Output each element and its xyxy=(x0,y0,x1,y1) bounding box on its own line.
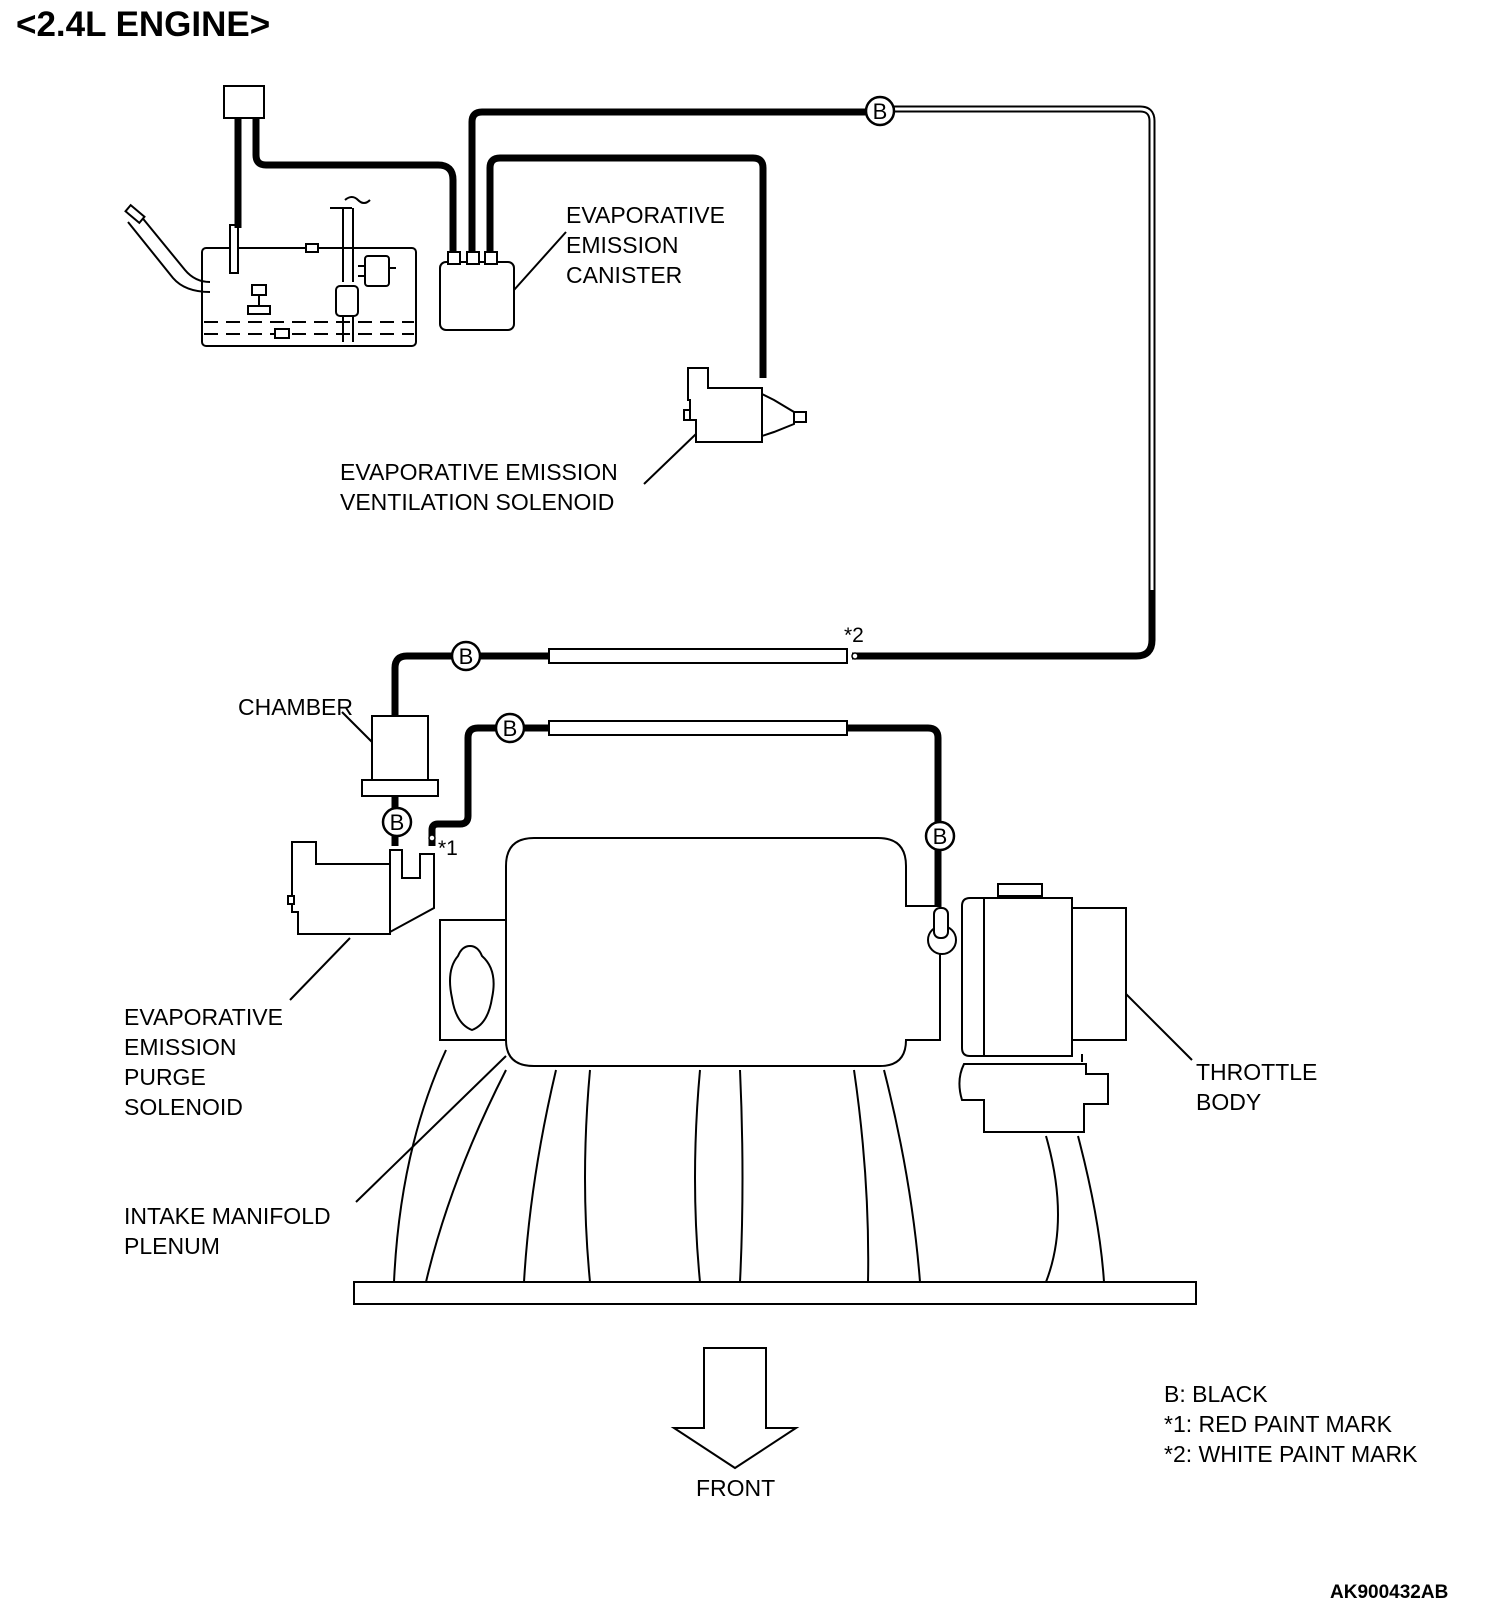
ventilation-solenoid xyxy=(683,367,807,443)
legend-item: B: BLACK xyxy=(1164,1381,1268,1407)
color-code-marker xyxy=(924,820,956,852)
evaporative-emission-canister xyxy=(439,251,515,331)
purge-solenoid xyxy=(287,841,435,935)
vent-solenoid-leader-line xyxy=(643,433,697,485)
intake-plenum-label: INTAKE MANIFOLD PLENUM xyxy=(124,1203,337,1259)
throttle-body-label: THROTTLE BODY xyxy=(1196,1059,1324,1115)
front-arrow-icon xyxy=(670,1347,800,1470)
plenum-leader-line xyxy=(355,1055,507,1203)
paint-mark-1-label: *1 xyxy=(438,837,458,860)
color-code-text: B xyxy=(459,644,474,669)
chamber-leader-line xyxy=(341,711,373,743)
color-code-text: B xyxy=(503,716,518,741)
color-code-text: B xyxy=(933,824,948,849)
canister-leader-line xyxy=(513,231,567,291)
intake-manifold xyxy=(353,837,1197,1305)
hose-color-markers: B B B B B xyxy=(381,95,956,852)
color-code-marker xyxy=(450,640,482,672)
purge-solenoid-leader-line xyxy=(289,937,351,1001)
figure-code: AK900432AB xyxy=(1330,1582,1448,1603)
color-code-marker xyxy=(494,712,526,744)
ventilation-solenoid-label: EVAPORATIVE EMISSION VENTILATION SOLENOI… xyxy=(340,459,624,515)
throttle-body xyxy=(958,883,1127,1133)
hose-network xyxy=(234,105,1156,908)
color-code-marker xyxy=(864,95,896,127)
legend-item: *1: RED PAINT MARK xyxy=(1164,1411,1393,1437)
color-code-text: B xyxy=(873,99,888,124)
white-paint-mark xyxy=(851,652,859,660)
diagram-title: <2.4L ENGINE> xyxy=(16,5,270,44)
fuel-tank xyxy=(124,196,417,347)
tank-connector xyxy=(223,85,265,119)
red-paint-mark xyxy=(428,834,436,842)
purge-solenoid-label: EVAPORATIVE EMISSION PURGE SOLENOID xyxy=(124,1004,289,1120)
paint-mark-2-label: *2 xyxy=(844,624,864,647)
legend-item: *2: WHITE PAINT MARK xyxy=(1164,1441,1418,1467)
throttle-body-leader-line xyxy=(1125,993,1193,1061)
chamber xyxy=(361,715,439,797)
color-code-marker xyxy=(381,806,413,838)
chamber-label: CHAMBER xyxy=(238,694,353,720)
front-label: FRONT xyxy=(696,1475,775,1501)
canister-label: EVAPORATIVE EMISSION CANISTER xyxy=(566,202,731,288)
color-code-text: B xyxy=(390,810,405,835)
legend: B: BLACK *1: RED PAINT MARK *2: WHITE PA… xyxy=(1164,1381,1418,1467)
